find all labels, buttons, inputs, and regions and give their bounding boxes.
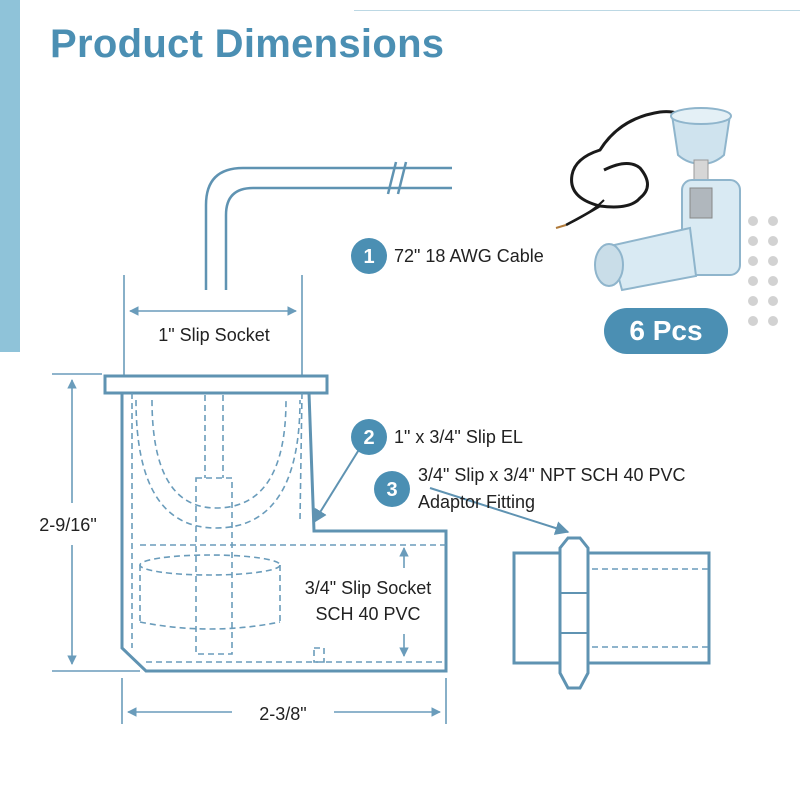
height-dimension (52, 373, 140, 672)
callout-2-badge (351, 419, 387, 455)
slip-socket-label: 1" Slip Socket (158, 325, 269, 345)
product-photo (555, 107, 741, 292)
cable-drawing (204, 161, 452, 290)
callout-3-badge (374, 471, 410, 507)
callout-3-number: 3 (386, 479, 397, 501)
quantity-badge: 6 Pcs (604, 308, 728, 354)
slip-socket-dimension (123, 275, 303, 375)
dot (748, 236, 758, 246)
dot (768, 296, 778, 306)
callout-2-leader (313, 447, 361, 524)
width-dimension (121, 678, 447, 724)
callout-1-badge (351, 238, 387, 274)
height-label: 2-9/16" (39, 515, 96, 535)
callout-1-number: 1 (363, 246, 374, 268)
dot (748, 256, 758, 266)
dot (768, 316, 778, 326)
dot (748, 316, 758, 326)
dot (748, 276, 758, 286)
thread-lines (592, 568, 709, 648)
callout-3-text-line2: Adaptor Fitting (418, 492, 535, 512)
adaptor-fitting-drawing (512, 536, 711, 690)
callout-1-text: 72" 18 AWG Cable (394, 246, 544, 266)
dot (768, 276, 778, 286)
dot (768, 236, 778, 246)
dot (768, 256, 778, 266)
callout-2-text: 1" x 3/4" Slip EL (394, 427, 523, 447)
callout-3-leader (429, 487, 570, 535)
dot (748, 296, 758, 306)
top-divider-line (354, 10, 800, 11)
slip-el-hidden-lines (131, 392, 446, 663)
slip-socket-34-label-line1: 3/4" Slip Socket (305, 578, 431, 598)
left-accent-bar (0, 0, 20, 352)
dot (748, 216, 758, 226)
page-title: Product Dimensions (50, 22, 445, 66)
slip-socket-34-label-line2: SCH 40 PVC (315, 604, 420, 624)
width-label: 2-3/8" (259, 704, 306, 724)
callout-2-number: 2 (363, 427, 374, 449)
slip-el-drawing (103, 374, 448, 673)
dot (768, 216, 778, 226)
callout-3-text-line1: 3/4" Slip x 3/4" NPT SCH 40 PVC (418, 465, 686, 485)
